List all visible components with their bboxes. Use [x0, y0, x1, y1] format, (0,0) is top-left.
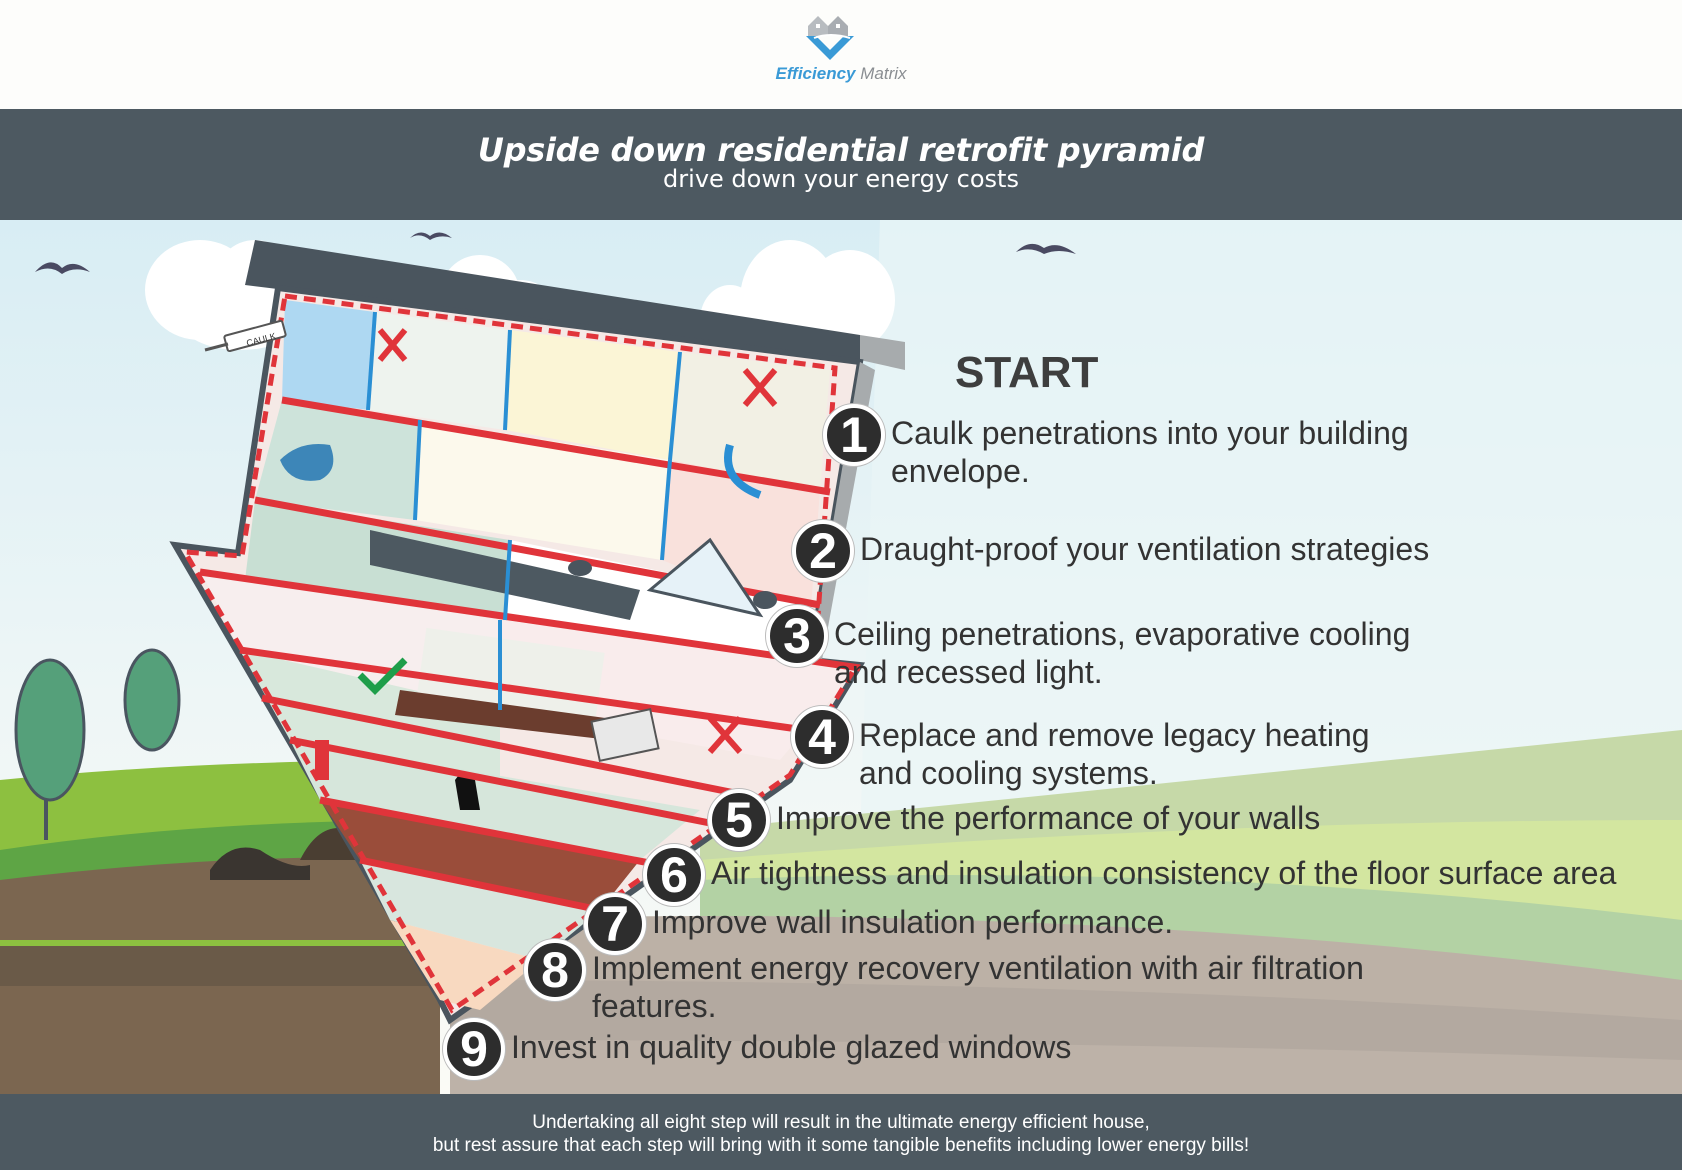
step-text-line: Ceiling penetrations, evaporative coolin…	[834, 616, 1411, 652]
step-text: Improve wall insulation performance.	[652, 903, 1173, 941]
step-number-badge: 2	[792, 520, 854, 582]
step-7: 7 Improve wall insulation performance.	[584, 893, 1173, 955]
tree-icon	[123, 648, 181, 752]
step-text-line: Air tightness and insulation consistency…	[711, 855, 1617, 891]
step-number-badge: 3	[766, 605, 828, 667]
step-text: Air tightness and insulation consistency…	[711, 854, 1616, 892]
footer-bar: Undertaking all eight step will result i…	[0, 1094, 1682, 1170]
house-diamond-logo-icon	[806, 16, 854, 60]
step-6: 6 Air tightness and insulation consisten…	[643, 844, 1616, 906]
step-8: 8 Implement energy recovery ventilation …	[524, 939, 1364, 1025]
step-number-badge: 5	[708, 789, 770, 851]
step-4: 4 Replace and remove legacy heating and …	[791, 706, 1370, 792]
cross-icon	[377, 328, 778, 754]
tree-icon	[14, 658, 86, 840]
step-text: Caulk penetrations into your building en…	[891, 414, 1409, 490]
step-number-badge: 6	[643, 844, 705, 906]
step-5: 5 Improve the performance of your walls	[708, 789, 1320, 851]
step-number-badge: 4	[791, 706, 853, 768]
page-subtitle: drive down your energy costs	[663, 165, 1019, 193]
worker-icon	[455, 772, 480, 810]
step-9: 9 Invest in quality double glazed window…	[443, 1018, 1071, 1080]
illustration-scene: CAULK START 1 Caulk penetrations into yo…	[0, 220, 1682, 1094]
start-label: START	[955, 348, 1099, 397]
step-text: Implement energy recovery ventilation wi…	[592, 949, 1364, 1025]
step-number-badge: 7	[584, 893, 646, 955]
brand-name-part1: Efficiency	[775, 64, 856, 83]
step-text: Replace and remove legacy heating and co…	[859, 716, 1370, 792]
footer-line-2: but rest assure that each step will brin…	[432, 1135, 1250, 1156]
step-text-line: Replace and remove legacy heating	[859, 717, 1370, 753]
check-icon	[357, 657, 408, 695]
step-text-line: Improve the performance of your walls	[776, 800, 1321, 836]
step-number-badge: 9	[443, 1018, 505, 1080]
step-2: 2 Draught-proof your ventilation strateg…	[792, 520, 1429, 582]
step-text-line: Draught-proof your ventilation strategie…	[860, 531, 1430, 567]
caulk-gun-icon: CAULK	[204, 319, 287, 353]
title-bar: Upside down residential retrofit pyramid…	[0, 109, 1682, 220]
step-text-line: Caulk penetrations into your building	[891, 415, 1409, 451]
step-text-line: and cooling systems.	[859, 755, 1158, 791]
step-text: Improve the performance of your walls	[776, 799, 1320, 837]
page-title: Upside down residential retrofit pyramid	[477, 131, 1205, 169]
step-text: Draught-proof your ventilation strategie…	[860, 530, 1429, 568]
step-number-badge: 8	[524, 939, 586, 1001]
step-text-line: Improve wall insulation performance.	[652, 904, 1174, 940]
step-text-line: and recessed light.	[834, 654, 1103, 690]
step-1: 1 Caulk penetrations into your building …	[823, 404, 1409, 490]
step-3: 3 Ceiling penetrations, evaporative cool…	[766, 605, 1410, 691]
pyramid-house-illustration: CAULK	[0, 220, 1682, 1094]
logo-area: Efficiency Matrix	[0, 0, 1682, 109]
step-number-badge: 1	[823, 404, 885, 466]
brand-name: Efficiency Matrix	[0, 64, 1682, 84]
step-text-line: Implement energy recovery ventilation wi…	[592, 950, 1364, 986]
step-text-line: features.	[592, 988, 717, 1024]
footer-line-1: Undertaking all eight step will result i…	[532, 1112, 1150, 1133]
step-text-line: envelope.	[891, 453, 1030, 489]
step-text: Ceiling penetrations, evaporative coolin…	[834, 615, 1410, 691]
brand-name-part2: Matrix	[860, 64, 907, 83]
bird-icon	[35, 232, 1076, 274]
step-text-line: Invest in quality double glazed windows	[511, 1029, 1072, 1065]
step-text: Invest in quality double glazed windows	[511, 1028, 1071, 1066]
